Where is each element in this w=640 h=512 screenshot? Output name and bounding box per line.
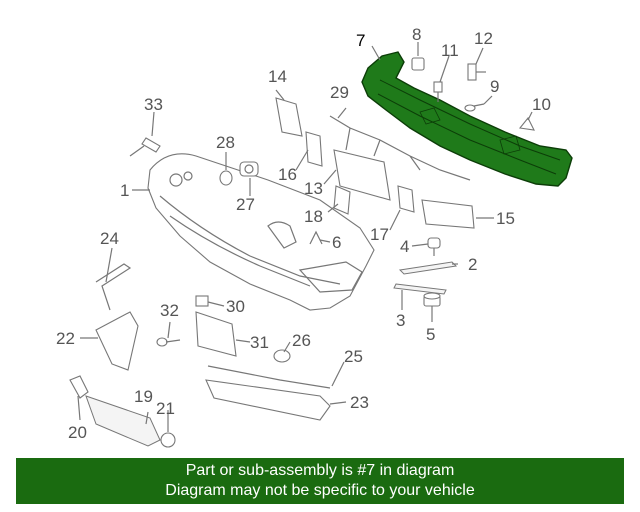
part-27-sensor[interactable]: [239, 161, 259, 177]
part-5-nut[interactable]: [423, 292, 441, 307]
callout-5: 5: [426, 325, 435, 344]
callout-27: 27: [236, 195, 255, 214]
callout-26: 26: [292, 331, 311, 350]
part-17-bracket[interactable]: [397, 185, 415, 213]
part-11-bolt[interactable]: [433, 81, 443, 102]
part-10-clip[interactable]: [518, 116, 535, 131]
callout-12: 12: [474, 29, 493, 48]
callout-23: 23: [350, 393, 369, 412]
part-28-ring[interactable]: [219, 170, 233, 186]
part-32-bolt[interactable]: [156, 337, 181, 347]
part-1-bumper-cover[interactable]: [147, 153, 375, 311]
footer-banner: Part or sub-assembly is #7 in diagram Di…: [16, 458, 624, 504]
callout-8: 8: [412, 25, 421, 44]
part-2-strip[interactable]: [398, 261, 458, 275]
part-4-clip[interactable]: [427, 237, 441, 256]
callout-21: 21: [156, 399, 175, 418]
part-25-strip[interactable]: [207, 365, 331, 389]
callout-29: 29: [330, 83, 349, 102]
callout-25: 25: [344, 347, 363, 366]
callout-30: 30: [226, 297, 245, 316]
part-24-strip[interactable]: [95, 263, 132, 311]
callout-28: 28: [216, 133, 235, 152]
part-3-strip[interactable]: [393, 283, 447, 295]
part-18-bracket[interactable]: [333, 185, 351, 215]
callout-20: 20: [68, 423, 87, 442]
part-8-clip[interactable]: [411, 57, 425, 71]
part-29-wiring[interactable]: [329, 115, 471, 181]
part-16-bracket[interactable]: [305, 131, 323, 167]
callout-33: 33: [144, 95, 163, 114]
part-13-panel[interactable]: [333, 149, 391, 201]
callout-1: 1: [120, 181, 129, 200]
part-9-screw[interactable]: [464, 103, 485, 112]
callout-31: 31: [250, 333, 269, 352]
callout-10: 10: [532, 95, 551, 114]
part-30-clip[interactable]: [195, 295, 209, 307]
part-12-bracket[interactable]: [467, 63, 486, 81]
part-21-plug[interactable]: [160, 432, 176, 448]
callout-16: 16: [278, 165, 297, 184]
part-23-trim[interactable]: [205, 379, 331, 421]
part-22-frame[interactable]: [95, 311, 139, 371]
part-19-grille[interactable]: [85, 395, 161, 447]
callout-32: 32: [160, 301, 179, 320]
part-15-grille[interactable]: [421, 199, 475, 229]
callout-22: 22: [56, 329, 75, 348]
leader-lines: [77, 42, 533, 432]
callout-6: 6: [332, 233, 341, 252]
callout-13: 13: [304, 179, 323, 198]
callout-24: 24: [100, 229, 119, 248]
callout-3: 3: [396, 311, 405, 330]
callout-17: 17: [370, 225, 389, 244]
footer-line-1: Part or sub-assembly is #7 in diagram: [185, 462, 455, 479]
part-26-cap[interactable]: [273, 349, 291, 363]
callout-18: 18: [304, 207, 323, 226]
part-20-insert[interactable]: [69, 375, 89, 399]
parts-diagram: 7 8 11 12 9 10 14 29 33 28 16 13 1 27 18…: [56, 25, 573, 448]
part-14-bracket[interactable]: [275, 97, 303, 137]
part-31-plate-bracket[interactable]: [195, 311, 237, 357]
callout-19: 19: [134, 387, 153, 406]
callout-9: 9: [490, 77, 499, 96]
callout-4: 4: [400, 237, 409, 256]
footer-line-2: Diagram may not be specific to your vehi…: [165, 482, 475, 499]
part-33-bolt[interactable]: [129, 137, 161, 157]
part-7-reinforcement[interactable]: [361, 51, 573, 187]
callout-11: 11: [441, 41, 459, 60]
callout-15: 15: [496, 209, 515, 228]
callout-14: 14: [268, 67, 287, 86]
callout-2: 2: [468, 255, 477, 274]
callout-7: 7: [356, 31, 365, 50]
